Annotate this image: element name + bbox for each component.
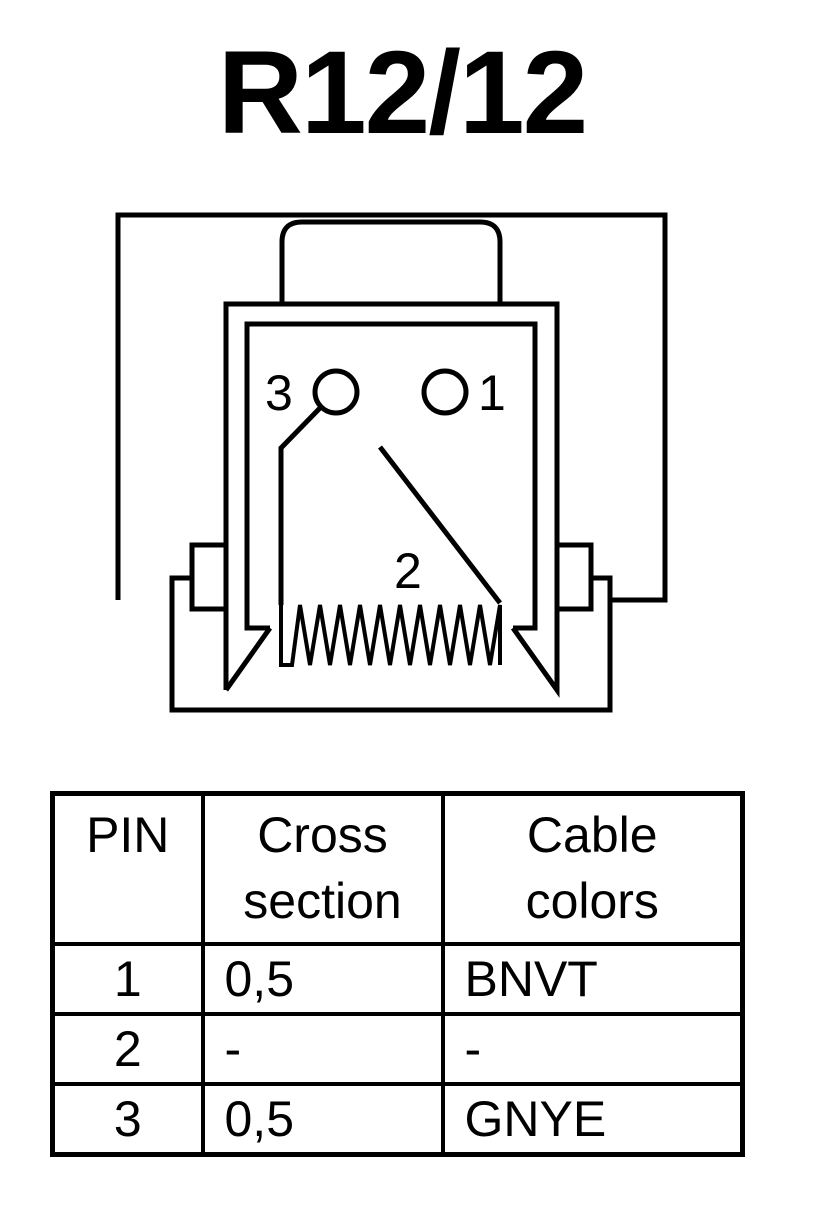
pin-2-label: 2 [394, 543, 422, 599]
connector-base [169, 575, 613, 713]
pin-3-label: 3 [265, 365, 293, 421]
connector-frame-inner [244, 321, 538, 631]
cable-clamp-zigzag [279, 604, 502, 667]
cell-pin: 2 [50, 1012, 205, 1086]
cell-pin: 3 [50, 1082, 205, 1157]
table-row: 1 0,5 BNVT [50, 942, 745, 1016]
cell-cross-section: 0,5 [200, 942, 445, 1016]
pin-3-wire [278, 406, 322, 605]
connector-frame-outer-left-tip [223, 626, 273, 692]
pin-1-label: 1 [478, 365, 506, 421]
diagram-title: R12/12 [217, 27, 589, 159]
cell-cable-colors: GNYE [440, 1082, 745, 1157]
table-row: 3 0,5 GNYE [50, 1082, 745, 1157]
header-pin: PIN [50, 791, 205, 946]
connector-frame-outer [223, 301, 560, 698]
latch-tab [279, 219, 503, 304]
cell-pin: 1 [50, 942, 205, 1016]
left-side-lug [189, 542, 229, 612]
pin-1-contact [421, 368, 469, 416]
cell-cross-section: - [200, 1012, 445, 1086]
connector-outer-housing [115, 212, 668, 603]
connector-drawing: 3 1 2 [115, 212, 668, 713]
table-row: 2 - - [50, 1012, 745, 1086]
pin-2-wire [378, 445, 502, 605]
cell-cross-section: 0,5 [200, 1082, 445, 1157]
cell-cable-colors: BNVT [440, 942, 745, 1016]
cell-cable-colors: - [440, 1012, 745, 1086]
right-side-lug [554, 542, 594, 612]
pin-3-contact [312, 368, 360, 416]
